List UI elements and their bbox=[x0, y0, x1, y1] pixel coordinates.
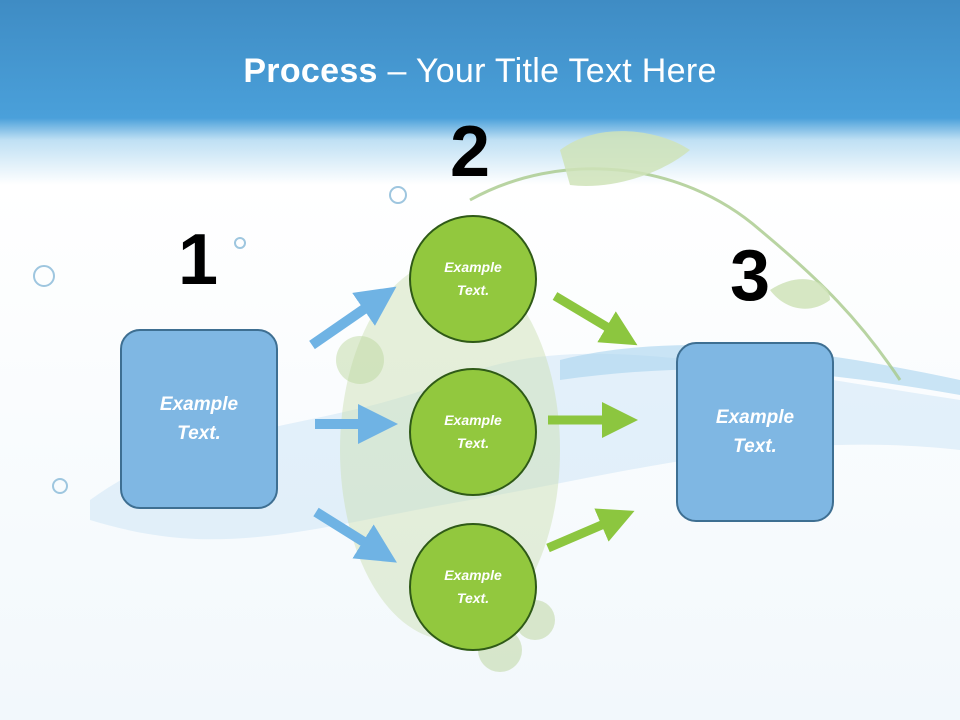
step-2-text-middle: Example Text. bbox=[444, 412, 502, 451]
title-rest: – Your Title Text Here bbox=[377, 52, 717, 90]
blue-arrow-up bbox=[309, 286, 397, 350]
step-number-3: 3 bbox=[730, 236, 771, 316]
step-2-circle-bottom: Example Text. bbox=[409, 523, 537, 651]
step-2-text-bottom: Example Text. bbox=[444, 567, 502, 606]
step-1-box: Example Text. bbox=[120, 329, 278, 509]
green-arrow-down bbox=[552, 292, 638, 346]
green-arrow-up bbox=[546, 508, 635, 553]
step-2-circle-top: Example Text. bbox=[409, 215, 537, 343]
slide-title: Process – Your Title Text Here bbox=[0, 52, 960, 91]
step-2-circle-middle: Example Text. bbox=[409, 368, 537, 496]
step-3-box: Example Text. bbox=[676, 342, 834, 522]
step-number-1: 1 bbox=[178, 220, 219, 300]
step-2-text-top: Example Text. bbox=[444, 259, 502, 298]
step-number-2: 2 bbox=[450, 112, 491, 192]
step-3-text: Example Text. bbox=[715, 407, 795, 457]
blue-arrow-down bbox=[313, 507, 397, 563]
step-1-text: Example Text. bbox=[159, 394, 239, 444]
title-bold: Process bbox=[243, 52, 378, 90]
